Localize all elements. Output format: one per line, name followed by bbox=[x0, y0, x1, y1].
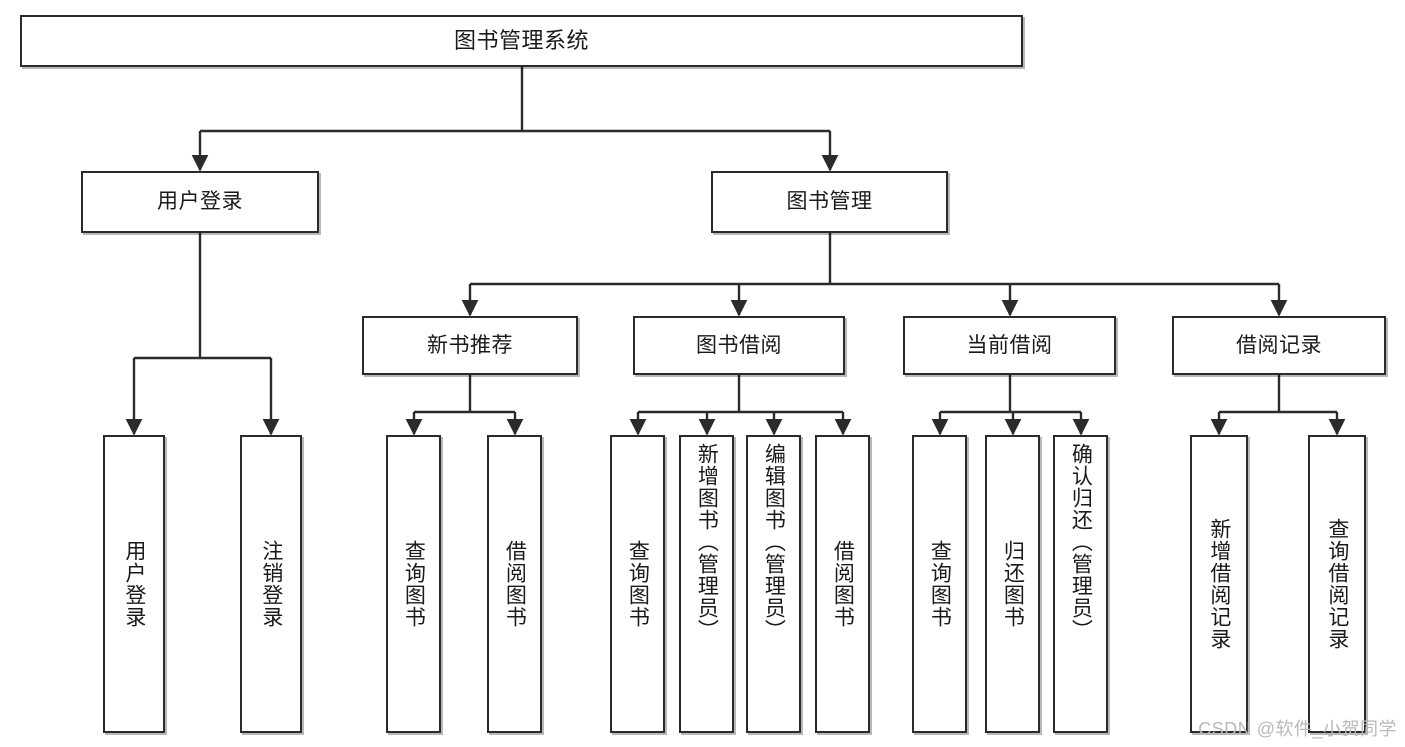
leaf-query-book-current-label: 查询图书 bbox=[928, 540, 952, 628]
node-user-login-label: 用户登录 bbox=[157, 190, 243, 214]
leaf-query-book-borrowing-label: 查询图书 bbox=[626, 540, 650, 628]
leaf-logout[interactable]: 注销登录 bbox=[240, 435, 302, 733]
leaf-query-book-recommendation[interactable]: 查询图书 bbox=[386, 435, 441, 733]
leaf-add-book-label: 新增图书（管理员） bbox=[695, 443, 719, 641]
leaf-user-login[interactable]: 用户登录 bbox=[103, 435, 165, 733]
leaf-query-borrow-record-label: 查询借阅记录 bbox=[1325, 518, 1349, 650]
node-user-login[interactable]: 用户登录 bbox=[81, 171, 319, 233]
leaf-logout-label: 注销登录 bbox=[259, 540, 283, 628]
node-book-management[interactable]: 图书管理 bbox=[711, 171, 948, 233]
leaf-query-book-borrowing[interactable]: 查询图书 bbox=[610, 435, 665, 733]
leaf-add-borrow-record[interactable]: 新增借阅记录 bbox=[1190, 435, 1248, 733]
leaf-query-borrow-record[interactable]: 查询借阅记录 bbox=[1308, 435, 1366, 733]
leaf-return-book-label: 归还图书 bbox=[1001, 540, 1025, 628]
leaf-query-book-current[interactable]: 查询图书 bbox=[912, 435, 967, 733]
node-book-borrowing[interactable]: 图书借阅 bbox=[633, 316, 845, 375]
leaf-return-book[interactable]: 归还图书 bbox=[985, 435, 1040, 733]
leaf-borrow-book-recommendation-label: 借阅图书 bbox=[503, 540, 527, 628]
node-current-borrowing[interactable]: 当前借阅 bbox=[903, 316, 1116, 375]
node-new-book-recommendation-label: 新书推荐 bbox=[427, 333, 513, 357]
node-borrow-record[interactable]: 借阅记录 bbox=[1172, 316, 1386, 375]
leaf-add-book[interactable]: 新增图书（管理员） bbox=[679, 435, 734, 733]
node-root[interactable]: 图书管理系统 bbox=[20, 15, 1023, 67]
leaf-query-book-recommendation-label: 查询图书 bbox=[402, 540, 426, 628]
node-current-borrowing-label: 当前借阅 bbox=[966, 333, 1053, 357]
leaf-borrow-book-recommendation[interactable]: 借阅图书 bbox=[487, 435, 542, 733]
leaf-edit-book-label: 编辑图书（管理员） bbox=[762, 443, 786, 641]
node-book-management-label: 图书管理 bbox=[786, 190, 873, 214]
leaf-borrow-book-borrowing-label: 借阅图书 bbox=[831, 540, 855, 628]
node-new-book-recommendation[interactable]: 新书推荐 bbox=[362, 316, 578, 375]
leaf-confirm-return-label: 确认归还（管理员） bbox=[1069, 443, 1093, 641]
leaf-add-borrow-record-label: 新增借阅记录 bbox=[1207, 518, 1231, 650]
node-book-borrowing-label: 图书借阅 bbox=[696, 333, 782, 357]
node-root-label: 图书管理系统 bbox=[453, 27, 589, 53]
leaf-confirm-return[interactable]: 确认归还（管理员） bbox=[1053, 435, 1108, 733]
leaf-user-login-label: 用户登录 bbox=[122, 540, 146, 628]
leaf-edit-book[interactable]: 编辑图书（管理员） bbox=[746, 435, 801, 733]
node-borrow-record-label: 借阅记录 bbox=[1236, 333, 1322, 357]
leaf-borrow-book-borrowing[interactable]: 借阅图书 bbox=[815, 435, 870, 733]
